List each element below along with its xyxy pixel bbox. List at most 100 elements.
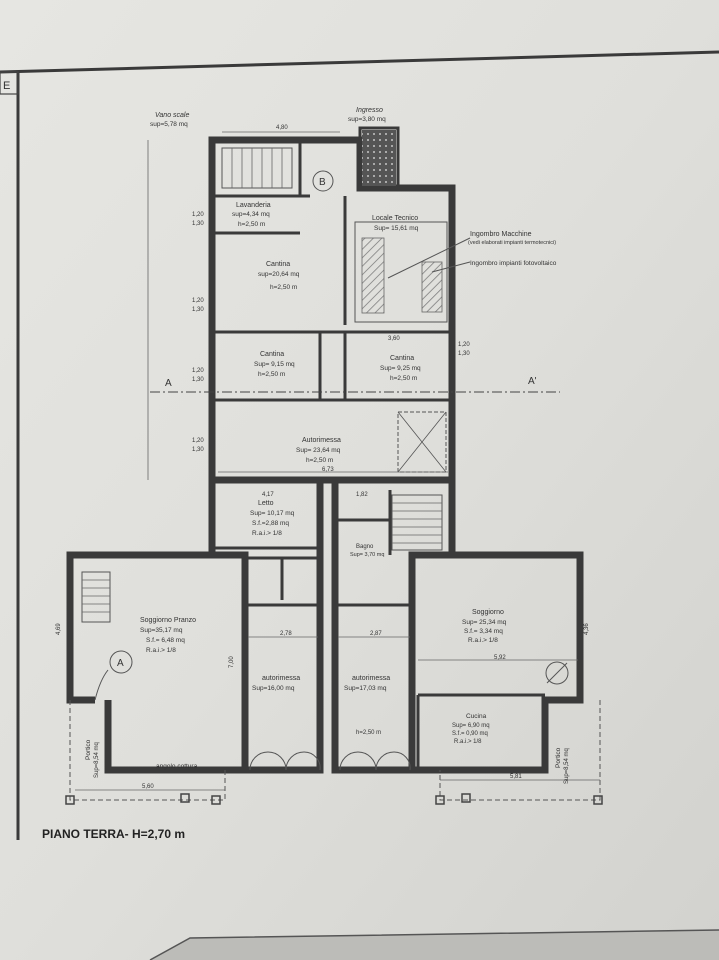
soggiorno-right-area: Sup= 25,34 mq <box>462 619 507 626</box>
portico-left-name: Portico <box>85 739 92 760</box>
ingresso-hatch <box>362 130 396 186</box>
stair-marker-b-label: B <box>319 177 326 188</box>
stair-marker-b <box>312 170 334 192</box>
autorimessa-right-area: Sup=17,03 mq <box>344 685 387 692</box>
bottom-right-dim: 5,81 <box>510 774 522 780</box>
cucina-sf: S.f.= 0,90 mq <box>452 731 488 737</box>
cantina-right-area: Sup= 9,25 mq <box>380 365 421 372</box>
sill-dim-e: 1,20 <box>192 368 204 374</box>
autorimessa-right-name: autorimessa <box>352 675 390 682</box>
cantina-left-h: h=2,50 m <box>258 371 285 378</box>
portico-left-area: Sup=8,54 mq <box>94 742 100 778</box>
stairs-right-middle <box>391 494 443 551</box>
left-apartment-bottom <box>104 700 245 774</box>
frame-corner-box <box>0 71 19 95</box>
soggiorno-pranzo-name: Soggiorno Pranzo <box>140 617 196 624</box>
portico-right-area: Sup=8,54 mq <box>564 748 570 784</box>
autorimessa-left-area: Sup=16,00 mq <box>252 685 295 692</box>
portico-right-pillars <box>435 793 603 805</box>
bottom-edge-shadow <box>150 930 719 960</box>
sill-dim-g: 1,20 <box>192 438 204 444</box>
autorimessa-height-dim: 7,00 <box>229 656 235 668</box>
cantina-right-h: h=2,50 m <box>390 375 417 382</box>
stairs-left-apartment <box>81 571 111 623</box>
cucina-rai: R.a.i.> 1/8 <box>454 739 482 745</box>
letto-area: Sup= 10,17 mq <box>250 510 295 517</box>
cantina-main-h: h=2,50 m <box>270 284 297 291</box>
bottom-left-dim: 5,60 <box>142 784 154 790</box>
tech-room-inner <box>354 221 448 323</box>
cucina-area: Sup= 6,90 mq <box>452 723 490 729</box>
chimney-line <box>546 662 568 684</box>
corridor-right-dim: 2,87 <box>370 631 382 637</box>
cantina-left-area: Sup= 9,15 mq <box>254 361 295 368</box>
sill-dim-c: 1,20 <box>192 298 204 304</box>
locale-tecnico-name: Locale Tecnico <box>372 215 418 222</box>
cantina-left-name: Cantina <box>260 351 284 358</box>
bagno-area: Sup= 3,70 mq <box>350 552 384 558</box>
cantina-main-area: sup=20,64 mq <box>258 271 300 278</box>
locale-tecnico-area: Sup= 15,61 mq <box>374 225 419 232</box>
soggiorno-right-width-dim: 5,92 <box>494 655 506 661</box>
soggiorno-pranzo-rai: R.a.i.> 1/8 <box>146 647 176 654</box>
garage-door-h: h=2,50 m <box>356 730 381 736</box>
left-apartment-walls <box>66 551 212 704</box>
stair-marker-a <box>109 650 133 674</box>
left-height-dim: 4,69 <box>56 623 62 635</box>
ingresso-area: sup=3,80 mq <box>348 116 386 123</box>
right-height-dim: 4,36 <box>584 623 590 635</box>
top-width-dim: 4,80 <box>276 125 288 131</box>
portico-right-name: Portico <box>555 747 562 768</box>
sill-dim-i: 1,20 <box>458 342 470 348</box>
note-ingombro-macchine: Ingombro Macchine <box>470 231 532 238</box>
letto-name: Letto <box>258 500 274 507</box>
cantina-main-name: Cantina <box>266 261 290 268</box>
cantina-right-name: Cantina <box>390 355 414 362</box>
angolo-cottura-label: angolo cottura <box>156 763 198 770</box>
soggiorno-pranzo-area: Sup=35,17 mq <box>140 627 183 634</box>
sill-dim-f: 1,30 <box>192 377 204 383</box>
bottom-edge-line <box>149 929 719 960</box>
left-entry-arc <box>94 669 109 701</box>
autorimessa-left-name: autorimessa <box>262 675 300 682</box>
garage-door-right <box>339 751 411 771</box>
ingresso-block <box>358 126 400 188</box>
frame-tag: E <box>3 80 10 92</box>
cantina-sep-dim: 3,60 <box>388 336 400 342</box>
bagno-width-dim: 1,82 <box>356 492 368 498</box>
autorimessa-top-h: h=2,50 m <box>306 457 333 464</box>
sill-dim-d: 1,30 <box>192 307 204 313</box>
autorimessa-top-area: Sup= 23,64 mq <box>296 447 341 454</box>
portico-left-pillars <box>65 793 221 805</box>
letto-width-dim: 4,17 <box>262 492 274 498</box>
soggiorno-pranzo-sf: S.f.= 6,48 mq <box>146 637 185 644</box>
corridor-left-dim: 2,78 <box>280 631 292 637</box>
sill-dim-h: 1,30 <box>192 447 204 453</box>
lavanderia-area: sup=4,34 mq <box>232 211 270 218</box>
ingresso-name: Ingresso <box>356 107 383 114</box>
tech-equipment-1 <box>361 237 385 314</box>
note-ingombro-macchine-sub: (vedi elaborati impianti termotecnici) <box>468 240 556 246</box>
soggiorno-right-name: Soggiorno <box>472 609 504 616</box>
middle-block-walls <box>208 480 324 774</box>
letto-rai: R.a.i.> 1/8 <box>252 530 282 537</box>
sill-dim-b: 1,30 <box>192 221 204 227</box>
leader-fotovoltaico <box>431 261 471 273</box>
right-apartment-walls <box>412 551 584 774</box>
stairs-top <box>221 147 293 189</box>
lavanderia-h: h=2,50 m <box>238 221 265 228</box>
bagno-name: Bagno <box>356 544 374 550</box>
drawing-title: PIANO TERRA- H=2,70 m <box>42 827 185 841</box>
frame-top-line <box>0 50 719 74</box>
garage-door-left <box>249 751 321 771</box>
section-mark-right: A' <box>528 376 537 387</box>
soggiorno-right-rai: R.a.i.> 1/8 <box>468 637 498 644</box>
note-fotovoltaico: Ingombro impianti fotovoltaico <box>470 260 557 267</box>
leader-macchine <box>387 237 471 279</box>
sill-dim-j: 1,30 <box>458 351 470 357</box>
vano-scale-area: sup=5,78 mq <box>150 121 188 128</box>
cucina-name: Cucina <box>466 713 487 720</box>
autorimessa-top-name: Autorimessa <box>302 437 341 444</box>
lavanderia-name: Lavanderia <box>236 202 271 209</box>
